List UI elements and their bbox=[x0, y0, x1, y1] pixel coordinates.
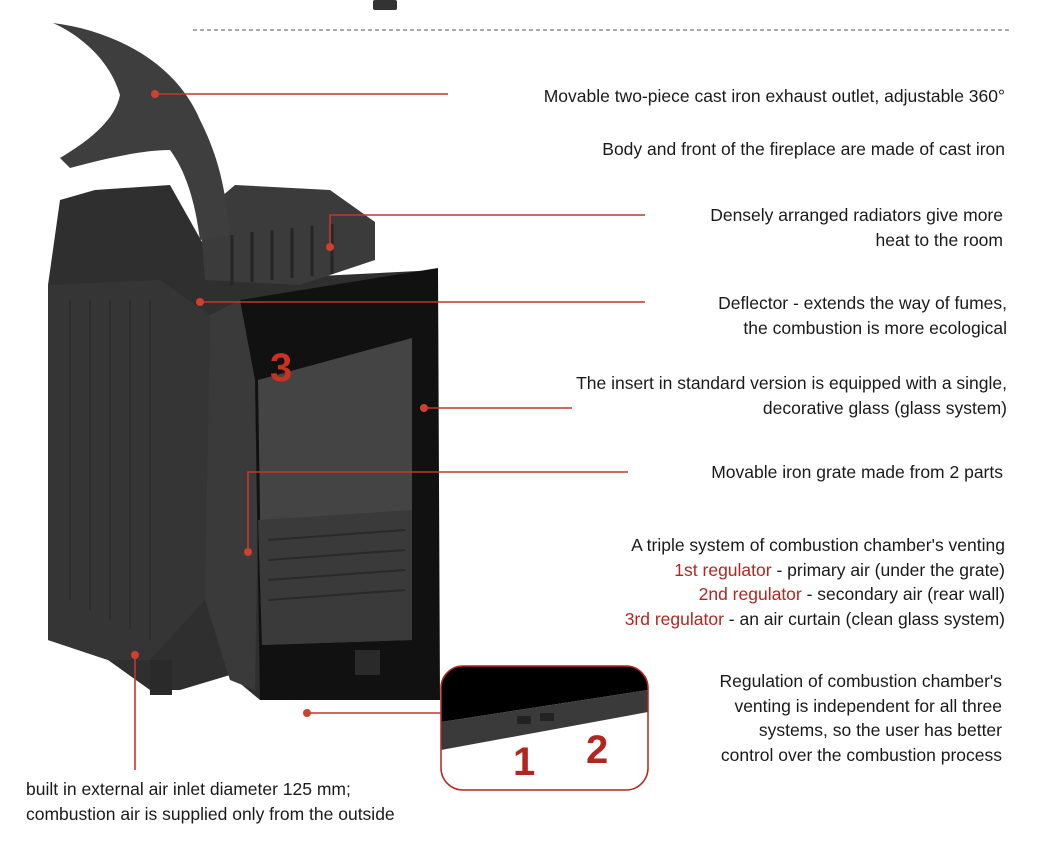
callout-line: the combustion is more ecological bbox=[743, 317, 1007, 338]
venting-item-1: 1st regulator - primary air (under the g… bbox=[674, 559, 1005, 580]
callout-regulation: Regulation of combustion chamber's venti… bbox=[719, 669, 1002, 767]
callout-line: systems, so the user has better bbox=[758, 720, 1002, 740]
marker-2: 2 bbox=[586, 728, 608, 772]
callout-line: Deflector - extends the way of fumes, bbox=[718, 293, 1007, 313]
callout-line: heat to the room bbox=[875, 229, 1003, 250]
fireplace-body bbox=[48, 23, 440, 700]
venting-item-3: 3rd regulator - an air curtain (clean gl… bbox=[624, 608, 1005, 629]
callout-radiators: Densely arranged radiators give more hea… bbox=[710, 203, 1003, 252]
callout-line: The insert in standard version is equipp… bbox=[576, 373, 1007, 393]
callout-line: combustion air is supplied only from the… bbox=[26, 803, 395, 824]
leader-dots bbox=[131, 90, 428, 717]
callout-glass: The insert in standard version is equipp… bbox=[576, 371, 1007, 420]
callout-line: Densely arranged radiators give more bbox=[710, 205, 1003, 225]
callout-line: Regulation of combustion chamber's bbox=[719, 671, 1002, 691]
leader-lines bbox=[134, 93, 645, 770]
callout-body: Body and front of the fireplace are made… bbox=[602, 139, 1005, 159]
callout-exhaust: Movable two-piece cast iron exhaust outl… bbox=[543, 86, 1005, 106]
callout-line: built in external air inlet diameter 125… bbox=[26, 779, 351, 799]
marker-3: 3 bbox=[270, 346, 292, 390]
marker-1: 1 bbox=[513, 740, 535, 784]
callout-line: control over the combustion process bbox=[720, 744, 1002, 765]
callout-line: decorative glass (glass system) bbox=[762, 397, 1007, 418]
regulator-inset: 1 2 bbox=[440, 665, 649, 791]
venting-title: A triple system of combustion chamber's … bbox=[631, 535, 1005, 555]
callout-venting: A triple system of combustion chamber's … bbox=[625, 533, 1005, 631]
callout-deflector: Deflector - extends the way of fumes, th… bbox=[718, 291, 1007, 340]
venting-item-2: 2nd regulator - secondary air (rear wall… bbox=[698, 584, 1005, 604]
callout-line: venting is independent for all three bbox=[734, 695, 1002, 716]
top-stub bbox=[373, 0, 397, 10]
callout-air-inlet: built in external air inlet diameter 125… bbox=[26, 777, 395, 826]
callout-grate: Movable iron grate made from 2 parts bbox=[711, 462, 1003, 482]
